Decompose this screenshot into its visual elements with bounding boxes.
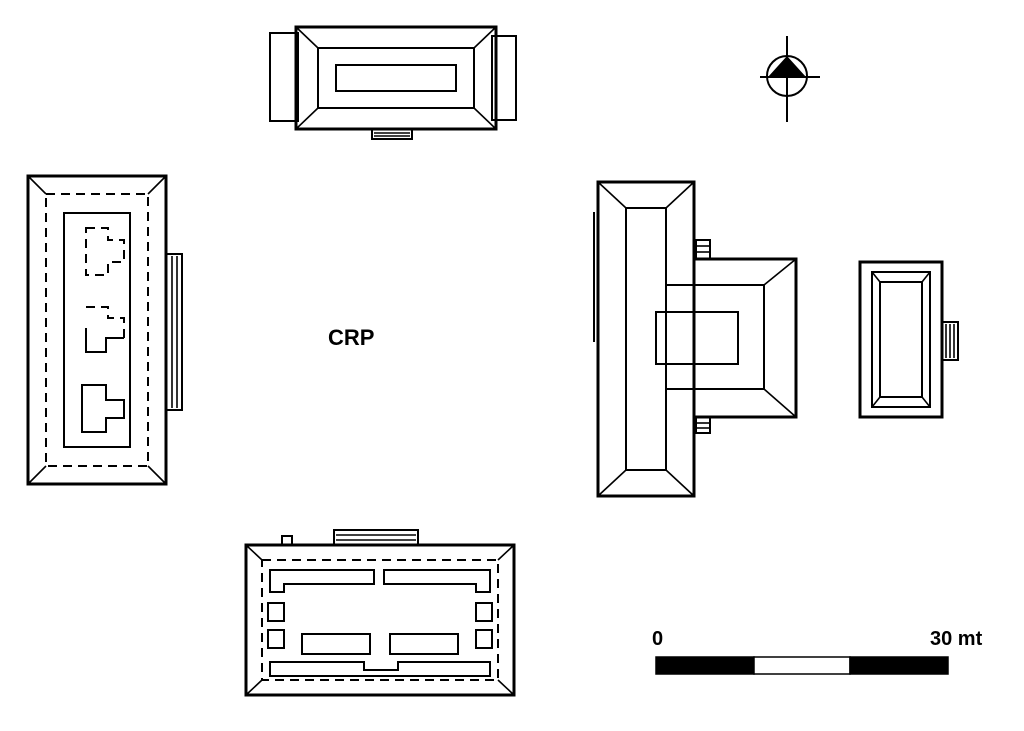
scale-max-label: 30 mt [930, 628, 983, 650]
east-building [593, 180, 798, 498]
north-arrow-icon [760, 36, 820, 122]
south-building [244, 529, 516, 697]
small-east-building [858, 260, 959, 419]
west-building [26, 174, 183, 486]
scale-bar [655, 656, 949, 675]
north-building [269, 25, 517, 140]
scale-min-label: 0 [652, 628, 664, 650]
site-label: CRP [328, 325, 375, 350]
